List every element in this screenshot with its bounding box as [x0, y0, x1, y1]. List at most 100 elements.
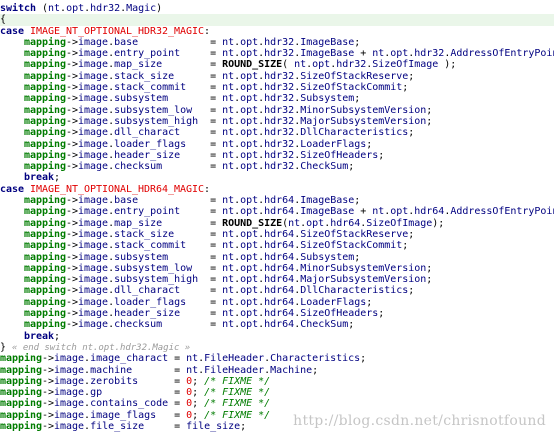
code-token: mapping [0, 409, 43, 421]
code-token: nt [222, 70, 235, 82]
code-line[interactable]: mapping->image.file_size = file_size; [0, 421, 554, 432]
code-line[interactable]: case IMAGE_NT_OPTIONAL_HDR64_MAGIC: [0, 184, 554, 195]
code-token: ; [192, 375, 205, 387]
code-line[interactable]: mapping->image.zerobits = 0; /* FIXME */ [0, 376, 554, 387]
code-token: . [294, 251, 301, 263]
code-line[interactable]: mapping->image.base = nt.opt.hdr64.Image… [0, 195, 554, 206]
code-line[interactable]: mapping->image.contains_code = 0; /* FIX… [0, 398, 554, 409]
code-token: . [234, 70, 241, 82]
code-token: zerobits [90, 375, 139, 387]
code-token: subsystem_high [114, 115, 199, 127]
code-line[interactable]: mapping->image.header_size = nt.opt.hdr3… [0, 150, 554, 161]
code-token: -> [66, 319, 79, 331]
code-line[interactable]: mapping->image.stack_size = nt.opt.hdr32… [0, 71, 554, 82]
code-token: = [162, 217, 223, 229]
code-token: hdr64 [264, 296, 295, 308]
code-token [0, 161, 24, 172]
code-line[interactable]: mapping->image.checksum = nt.opt.hdr64.C… [0, 319, 554, 330]
code-token: hdr32 [264, 115, 295, 127]
code-line[interactable]: mapping->image.entry_point = nt.opt.hdr6… [0, 206, 554, 217]
code-token: ; [408, 285, 415, 297]
code-line[interactable]: mapping->image.gp = 0; /* FIXME */ [0, 387, 554, 398]
code-line[interactable]: switch (nt.opt.hdr32.Magic) [0, 3, 554, 14]
code-token: SizeOfStackReserve [300, 70, 409, 82]
code-token: DllCharacteristics [300, 285, 409, 297]
code-token: base [114, 36, 139, 48]
code-line[interactable]: mapping->image.checksum = nt.opt.hdr32.C… [0, 161, 554, 172]
code-token: . [294, 240, 301, 252]
code-line[interactable]: mapping->image.subsystem_high = nt.opt.h… [0, 116, 554, 127]
code-line[interactable]: mapping->image.loader_flags = nt.opt.hdr… [0, 297, 554, 308]
code-token: = [162, 161, 223, 173]
code-line[interactable]: mapping->image.subsystem = nt.opt.hdr64.… [0, 252, 554, 263]
code-line[interactable]: mapping->image.stack_commit = nt.opt.hdr… [0, 82, 554, 93]
code-token: . [258, 115, 265, 127]
code-token: opt [240, 104, 259, 116]
code-token: . [60, 3, 67, 14]
code-line[interactable]: mapping->image.image_charact = nt.FileHe… [0, 353, 554, 364]
code-token: . [258, 127, 265, 139]
code-token: . [234, 240, 241, 252]
code-token: -> [42, 387, 55, 399]
code-token: 0 [186, 387, 193, 399]
code-token: = [168, 398, 187, 410]
code-line[interactable]: mapping->image.stack_commit = nt.opt.hdr… [0, 240, 554, 251]
code-token: SizeOfStackCommit [300, 82, 403, 94]
code-line[interactable]: mapping->image.entry_point = nt.opt.hdr3… [0, 48, 554, 59]
code-token [0, 37, 24, 48]
code-token: . [234, 274, 241, 286]
code-line[interactable]: break; [0, 172, 554, 183]
code-token: opt [240, 296, 259, 308]
code-token: -> [66, 82, 79, 94]
code-token: mapping [24, 251, 67, 263]
code-token: SizeOfStackCommit [300, 240, 403, 252]
code-token: = [186, 82, 223, 94]
code-token: . [258, 36, 265, 48]
code-token: 0 [186, 398, 193, 410]
code-line[interactable]: mapping->image.dll_charact = nt.opt.hdr3… [0, 127, 554, 138]
fold-marker[interactable]: « end switch nt.opt.hdr32.Magic » [12, 342, 191, 353]
code-line[interactable]: mapping->image.subsystem_high = nt.opt.h… [0, 274, 554, 285]
code-token: . [234, 36, 241, 48]
code-line[interactable]: } « end switch nt.opt.hdr32.Magic » [0, 342, 554, 353]
code-line[interactable]: mapping->image.loader_flags = nt.opt.hdr… [0, 139, 554, 150]
code-token: = [162, 319, 223, 331]
code-token: ; [192, 398, 205, 410]
code-token: LoaderFlags [300, 138, 367, 150]
code-token: opt [240, 138, 259, 150]
code-line[interactable]: case IMAGE_NT_OPTIONAL_HDR32_MAGIC: [0, 26, 554, 37]
code-token: hdr64 [330, 217, 361, 229]
code-line[interactable]: mapping->image.stack_size = nt.opt.hdr64… [0, 229, 554, 240]
code-token: opt [240, 127, 259, 139]
code-line[interactable]: mapping->image.subsystem_low = nt.opt.hd… [0, 105, 554, 116]
code-line[interactable]: mapping->image.base = nt.opt.hdr32.Image… [0, 37, 554, 48]
code-token: stack_commit [114, 240, 187, 252]
code-line[interactable]: mapping->image.header_size = nt.opt.hdr6… [0, 308, 554, 319]
code-token: . [294, 115, 301, 127]
code-line[interactable]: mapping->image.map_size = ROUND_SIZE(nt.… [0, 218, 554, 229]
code-token: MajorSubsystemVersion [300, 274, 427, 286]
code-line[interactable]: mapping->image.subsystem = nt.opt.hdr32.… [0, 93, 554, 104]
code-token: case [0, 25, 25, 37]
code-token: checksum [114, 319, 163, 331]
code-token: mapping [24, 319, 67, 331]
code-token: -> [66, 195, 79, 207]
code-token: hdr32 [264, 149, 295, 161]
code-token: hdr32 [264, 48, 295, 60]
code-line[interactable]: mapping->image.machine = nt.FileHeader.M… [0, 365, 554, 376]
code-token: image [78, 104, 109, 116]
code-line[interactable]: break; [0, 331, 554, 342]
code-line[interactable]: mapping->image.map_size = ROUND_SIZE( nt… [0, 59, 554, 70]
code-token [0, 105, 24, 116]
code-line[interactable]: mapping->image.subsystem_low = nt.opt.hd… [0, 263, 554, 274]
code-token: -> [66, 93, 79, 105]
code-token: . [108, 240, 115, 252]
code-token: . [108, 93, 115, 105]
code-token: image [78, 308, 109, 320]
code-token: ROUND_SIZE [222, 59, 283, 71]
code-line[interactable]: { [0, 14, 554, 26]
code-line[interactable]: mapping->image.dll_charact = nt.opt.hdr6… [0, 285, 554, 296]
code-token: image [78, 127, 109, 139]
code-line[interactable]: mapping->image.image_flags = 0; /* FIXME… [0, 410, 554, 421]
